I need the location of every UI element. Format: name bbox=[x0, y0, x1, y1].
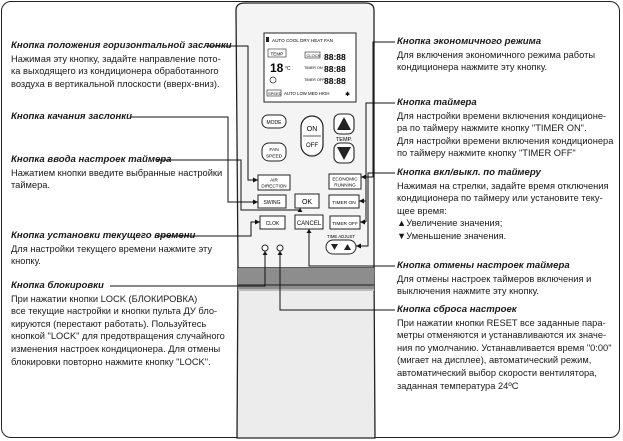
lcd-speed-label: SPEED bbox=[268, 91, 282, 96]
note-lock-title: Кнопка блокировки bbox=[11, 280, 104, 291]
note-timer-adjust-up: ▲Увеличение значения; bbox=[397, 218, 503, 229]
note-swing-title: Кнопка качания заслонки bbox=[11, 111, 133, 122]
temp-down-icon bbox=[337, 147, 351, 160]
note-timer-title: Кнопка таймера bbox=[397, 97, 477, 108]
lock-pinhole[interactable] bbox=[261, 244, 269, 252]
note-clock: Кнопка установки текущего времени Для на… bbox=[11, 230, 236, 268]
timer-on-button[interactable]: TIMER ON bbox=[328, 194, 360, 209]
note-reset: Кнопка сброса настроек При нажатии кнопк… bbox=[397, 304, 619, 392]
note-timer: Кнопка таймера Для настройки времени вкл… bbox=[397, 97, 619, 160]
remote-band-line bbox=[238, 284, 374, 286]
note-economic: Кнопка экономичного режима Для включения… bbox=[397, 36, 617, 74]
on-label: ON bbox=[307, 126, 318, 133]
note-air-flap-title: Кнопка положения горизонтальной заслонки bbox=[11, 40, 232, 51]
reset-pinhole[interactable] bbox=[276, 244, 284, 252]
lcd-temp-label: TEMP bbox=[271, 52, 284, 57]
note-reset-title: Кнопка сброса настроек bbox=[397, 304, 517, 315]
timer-off-btn-label: TIMER OFF bbox=[332, 221, 358, 227]
time-adjust-control[interactable] bbox=[325, 239, 357, 255]
note-reset-text: При нажатии кнопки RESET все заданные па… bbox=[397, 317, 612, 391]
fan-speed-label-1: FAN bbox=[269, 147, 279, 153]
lcd-timer-off-digits: 88:88 bbox=[324, 76, 346, 86]
note-economic-text: Для включения экономичного режима работы… bbox=[397, 49, 596, 73]
cancel-button[interactable]: CANCEL bbox=[294, 214, 324, 230]
lcd-timer-on-label: TIMER ON bbox=[304, 66, 323, 70]
note-lock: Кнопка блокировки При нажатии кнопки LOC… bbox=[11, 280, 236, 368]
note-timer-adjust-text: Нажимая на стрелки, задайте время отключ… bbox=[397, 180, 609, 216]
economic-label-1: ECONOMIC bbox=[332, 177, 358, 182]
ok-button[interactable]: OK bbox=[294, 193, 320, 209]
time-adjust-label: TIME ADJUST bbox=[327, 234, 355, 239]
note-air-flap: Кнопка положения горизонтальной заслонки… bbox=[11, 40, 236, 90]
note-clock-title: Кнопка установки текущего времени bbox=[11, 230, 196, 241]
lcd-display bbox=[263, 32, 357, 103]
swing-button[interactable]: SWING bbox=[257, 194, 287, 209]
note-lock-text: При нажатии кнопки LOCK (БЛОКИРОВКА) все… bbox=[11, 293, 225, 367]
note-timer-adjust-down: ▼Уменьшение значения. bbox=[397, 230, 507, 241]
note-clock-text: Для настройки текущего времени нажмите э… bbox=[11, 243, 213, 267]
lcd-speed-box bbox=[266, 89, 282, 97]
note-ok-title: Кнопка ввода настроек таймера bbox=[11, 154, 172, 165]
note-ok: Кнопка ввода настроек таймера Нажатием к… bbox=[11, 154, 236, 192]
time-down-icon bbox=[331, 244, 338, 250]
economic-label-2: RUNNING bbox=[334, 183, 356, 188]
lcd-clock-box bbox=[304, 51, 321, 59]
remote-lower-body bbox=[236, 267, 376, 439]
lcd-temp-unit: °C bbox=[285, 66, 291, 72]
air-direction-button[interactable]: AIR DIRECTION bbox=[257, 174, 291, 191]
lcd-modes: AUTO COOL DRY HEAT FAN bbox=[272, 38, 333, 43]
clock-button[interactable]: CLOK bbox=[259, 215, 286, 230]
air-direction-label-2: DIRECTION bbox=[261, 184, 286, 189]
mode-button[interactable]: MODE bbox=[261, 114, 287, 129]
economic-running-button[interactable]: ECONOMIC RUNNING bbox=[328, 173, 362, 190]
timer-on-btn-label: TIMER ON bbox=[332, 200, 356, 206]
swing-label: SWING bbox=[264, 200, 281, 206]
remote-band-bottom bbox=[238, 289, 374, 291]
lcd-timer-off-label: TIMER OFF bbox=[304, 78, 325, 82]
note-timer-adjust-title: Кнопка вкл/выкл. по таймеру bbox=[397, 167, 541, 178]
lcd-speed-values: AUTO LOW MED HIGH bbox=[284, 91, 330, 96]
lcd-clock-digits: 88:88 bbox=[324, 52, 346, 62]
note-cancel: Кнопка отмены настроек таймера Для отмен… bbox=[397, 260, 619, 298]
temp-up-button[interactable] bbox=[333, 113, 355, 135]
lcd-mode-bar bbox=[266, 37, 269, 42]
lcd-temp-box bbox=[267, 48, 287, 58]
timer-off-button[interactable]: TIMER OFF bbox=[329, 215, 361, 230]
lcd-smiley-icon bbox=[269, 76, 277, 84]
note-ok-text: Нажатием кнопки введите выбранные настро… bbox=[11, 167, 223, 191]
air-direction-label-1: AIR bbox=[270, 178, 278, 183]
note-timer-adjust: Кнопка вкл/выкл. по таймеру Нажимая на с… bbox=[397, 167, 619, 243]
arrow-heads bbox=[253, 174, 366, 255]
ok-label: OK bbox=[302, 199, 312, 206]
cancel-label: CANCEL bbox=[297, 221, 322, 227]
remote-band bbox=[238, 268, 374, 290]
lcd-fan-icon: ✱ bbox=[345, 91, 350, 98]
note-cancel-text: Для отмены настроек таймеров включения и… bbox=[397, 273, 592, 297]
note-timer-text: Для настройки времени включения кондицио… bbox=[397, 110, 614, 159]
mode-button-label: MODE bbox=[267, 120, 283, 126]
note-air-flap-text: Нажимая эту кнопку, задайте направление … bbox=[11, 53, 221, 89]
lcd-timer-on-digits: 88:88 bbox=[324, 64, 346, 74]
temp-up-icon bbox=[337, 117, 351, 130]
clock-label: CLOK bbox=[266, 221, 280, 227]
note-cancel-title: Кнопка отмены настроек таймера bbox=[397, 260, 570, 271]
fan-speed-button[interactable]: FAN SPEED bbox=[261, 142, 287, 162]
lcd-temp-value: 18 bbox=[270, 61, 284, 75]
temp-down-button[interactable] bbox=[333, 142, 355, 164]
temp-label: TEMP. bbox=[336, 137, 353, 143]
time-up-icon bbox=[344, 244, 351, 250]
fan-speed-label-2: SPEED bbox=[266, 154, 283, 160]
on-off-button[interactable]: ON OFF bbox=[300, 115, 324, 157]
note-swing: Кнопка качания заслонки bbox=[11, 111, 231, 124]
off-label: OFF bbox=[306, 143, 318, 149]
note-economic-title: Кнопка экономичного режима bbox=[397, 36, 542, 47]
lcd-clock-label: CLOCK bbox=[307, 53, 321, 58]
